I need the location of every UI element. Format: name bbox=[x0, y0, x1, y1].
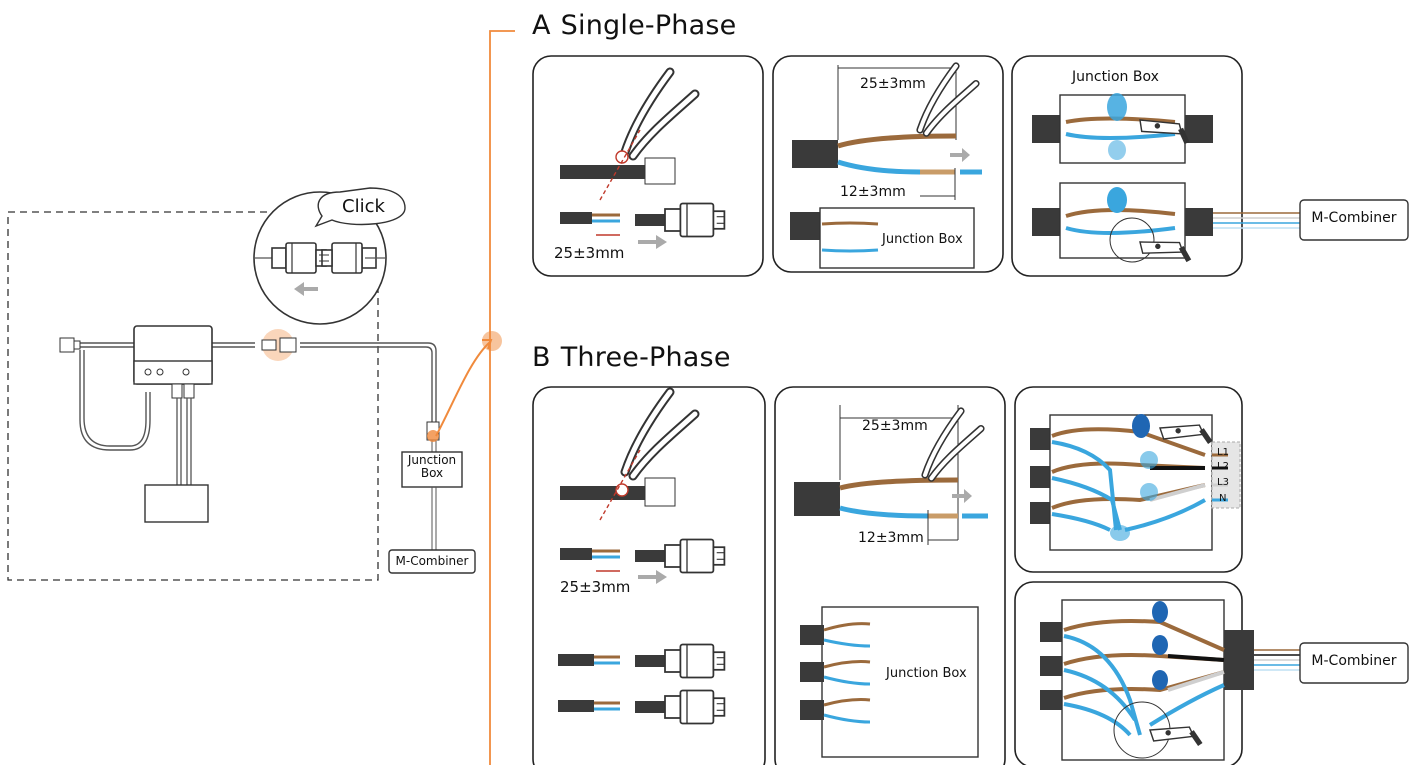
flow-arrow bbox=[435, 341, 491, 437]
section-bracket bbox=[489, 30, 515, 765]
panel-b3-junction-box bbox=[1014, 386, 1243, 573]
b1-strip-length: 25±3mm bbox=[560, 578, 631, 596]
section-a-label: Single-Phase bbox=[560, 10, 737, 41]
combiner-b bbox=[1299, 642, 1409, 684]
combiner-a bbox=[1299, 199, 1409, 241]
phase-l1-label: L1 bbox=[1217, 447, 1229, 458]
section-b-letter: B bbox=[532, 342, 551, 373]
overview-junction-line2: Box bbox=[420, 465, 444, 480]
phase-l3-label: L3 bbox=[1217, 477, 1229, 488]
a2-outer-strip: 25±3mm bbox=[860, 76, 926, 92]
b2-junction-label: Junction Box bbox=[886, 666, 967, 681]
a-combiner-label: M-Combiner bbox=[1311, 210, 1397, 226]
b2-inner-strip: 12±3mm bbox=[858, 530, 924, 546]
panel-b4-junction-box bbox=[1014, 581, 1300, 765]
section-b-title: B Three-Phase bbox=[532, 342, 731, 373]
section-a-letter: A bbox=[532, 10, 551, 41]
a1-strip-length: 25±3mm bbox=[554, 244, 625, 262]
phase-n-label: N bbox=[1219, 493, 1227, 504]
overview-combiner-label: M-Combiner bbox=[395, 554, 469, 568]
pv-module bbox=[144, 484, 209, 523]
panel-a2-strip-wire bbox=[772, 55, 1004, 273]
panel-b2-strip-wire bbox=[774, 386, 1006, 765]
overview-system bbox=[7, 187, 502, 581]
click-label: Click bbox=[342, 196, 385, 217]
panel-b1-cut-strip bbox=[532, 386, 766, 765]
push-arrow-icon bbox=[294, 282, 318, 296]
a2-junction-label: Junction Box bbox=[882, 232, 963, 247]
phase-l2-label: L2 bbox=[1217, 461, 1229, 472]
overview-junction-line1: Junction bbox=[407, 453, 457, 467]
click-highlight bbox=[262, 329, 294, 361]
b-combiner-label: M-Combiner bbox=[1311, 653, 1397, 669]
a3-title: Junction Box bbox=[1072, 69, 1159, 85]
overview-combiner bbox=[388, 549, 476, 574]
section-a-title: A Single-Phase bbox=[532, 10, 736, 41]
b2-outer-strip: 25±3mm bbox=[862, 418, 928, 434]
section-b-label: Three-Phase bbox=[560, 342, 731, 373]
installation-area-outline bbox=[7, 211, 379, 581]
overview-junction-box bbox=[401, 451, 463, 488]
speech-bubble bbox=[314, 187, 406, 228]
a2-inner-strip: 12±3mm bbox=[840, 184, 906, 200]
panel-a1-cut-strip bbox=[532, 55, 764, 277]
panel-a3-junction-box bbox=[1011, 55, 1300, 277]
